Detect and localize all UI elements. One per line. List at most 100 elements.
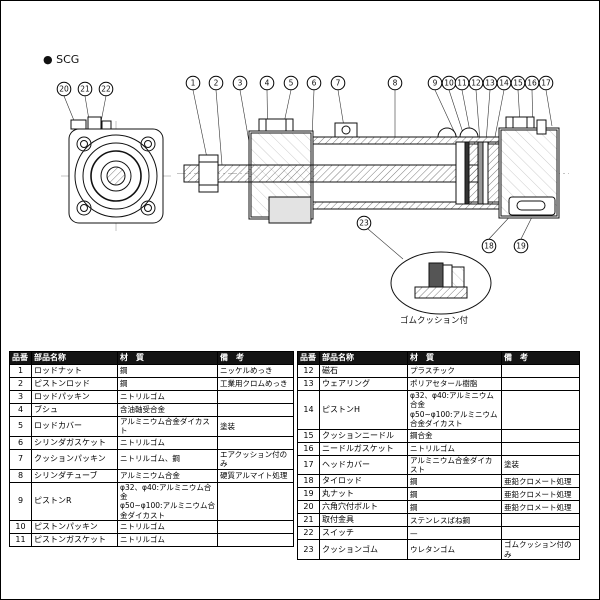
cell-no: 22 xyxy=(297,526,320,541)
cell-note xyxy=(217,533,294,547)
callouts-top-row: 1 2 3 4 5 6 7 8 9 10 11 12 13 14 15 16 1… xyxy=(185,75,554,91)
cell-material: 鋼 xyxy=(407,487,502,502)
cell-name: ピストンH xyxy=(319,390,408,430)
callout-23: 23 xyxy=(356,215,372,231)
cell-name: ブシュ xyxy=(31,403,118,417)
cell-note: 塗装 xyxy=(501,454,580,476)
svg-text:7: 7 xyxy=(336,79,341,88)
col-header-material: 材 質 xyxy=(117,351,218,365)
callout-7: 7 xyxy=(330,75,346,91)
svg-text:10: 10 xyxy=(444,79,454,88)
callout-22: 22 xyxy=(98,81,114,97)
cell-name: ヘッドカバー xyxy=(319,454,408,476)
cell-note: 亜鉛クロメート処理 xyxy=(501,500,580,515)
cell-material: φ32、φ40:アルミニウム合金 φ50~φ100:アルミニウム合金ダイカスト xyxy=(117,481,218,521)
svg-text:14: 14 xyxy=(499,79,509,88)
front-view xyxy=(68,116,164,224)
callout-2: 2 xyxy=(208,75,224,91)
cell-material: ニトリルゴム xyxy=(117,533,218,547)
svg-text:23: 23 xyxy=(359,219,369,228)
cell-name: ニードルガスケット xyxy=(319,441,408,456)
svg-text:21: 21 xyxy=(80,85,90,94)
cell-note xyxy=(501,526,580,541)
svg-text:16: 16 xyxy=(527,79,537,88)
cell-material: 鋼 xyxy=(117,377,218,391)
cell-name: シリンダガスケット xyxy=(31,435,118,450)
cell-no: 12 xyxy=(297,364,320,378)
callout-18: 18 xyxy=(481,238,497,254)
cell-no: 6 xyxy=(9,435,32,450)
callout-10: 10 xyxy=(441,75,457,91)
cell-material: 含油軸受合金 xyxy=(117,403,218,417)
callout-20: 20 xyxy=(56,81,72,97)
cell-note: ニッケルめっき xyxy=(217,364,294,378)
cell-no: 16 xyxy=(297,441,320,456)
svg-text:17: 17 xyxy=(541,79,551,88)
cell-material: — xyxy=(407,526,502,541)
cell-no: 14 xyxy=(297,390,320,430)
cell-note xyxy=(501,441,580,456)
cell-name: 取付金具 xyxy=(319,513,408,528)
cell-note xyxy=(217,403,294,417)
svg-text:19: 19 xyxy=(516,242,526,251)
callout-9: 9 xyxy=(427,75,443,91)
cell-note: 亜鉛クロメート処理 xyxy=(501,474,580,489)
parts-table-header: 品番 部品名称 材 質 備 考 xyxy=(297,351,580,365)
callout-11: 11 xyxy=(454,75,470,91)
cell-material: ステンレスばね鋼 xyxy=(407,513,502,528)
cell-name: 六角穴付ボルト xyxy=(319,500,408,515)
svg-text:20: 20 xyxy=(59,85,69,94)
cell-no: 10 xyxy=(9,520,32,534)
cell-material: プラスチック xyxy=(407,364,502,378)
cell-no: 5 xyxy=(9,416,32,437)
cell-material: アルミニウム合金ダイカスト xyxy=(117,416,218,437)
cell-no: 8 xyxy=(9,468,32,483)
detail-view xyxy=(390,251,492,315)
cell-note: 塗装 xyxy=(217,416,294,437)
cell-note xyxy=(501,428,580,443)
cell-no: 15 xyxy=(297,428,320,443)
callouts-left-view: 20 21 22 xyxy=(56,81,114,97)
svg-text:6: 6 xyxy=(312,79,317,88)
svg-text:3: 3 xyxy=(238,79,243,88)
cell-material: アルミニウム合金ダイカスト xyxy=(407,454,502,476)
callout-6: 6 xyxy=(306,75,322,91)
callout-21: 21 xyxy=(77,81,93,97)
callout-12: 12 xyxy=(468,75,484,91)
cell-no: 17 xyxy=(297,454,320,476)
cell-name: ロッドナット xyxy=(31,364,118,378)
cell-name: ピストンロッド xyxy=(31,377,118,391)
callout-5: 5 xyxy=(283,75,299,91)
cell-material: ニトリルゴム xyxy=(117,390,218,404)
col-header-no: 品番 xyxy=(9,351,32,365)
cell-name: クッションニードル xyxy=(319,428,408,443)
col-header-name: 部品名称 xyxy=(319,351,408,365)
cell-material: ウレタンゴム xyxy=(407,539,502,560)
svg-text:15: 15 xyxy=(513,79,523,88)
svg-text:22: 22 xyxy=(101,85,111,94)
svg-text:9: 9 xyxy=(433,79,438,88)
svg-text:5: 5 xyxy=(289,79,294,88)
col-header-note: 備 考 xyxy=(217,351,294,365)
cell-no: 2 xyxy=(9,377,32,391)
callout-3: 3 xyxy=(232,75,248,91)
cell-name: クッションゴム xyxy=(319,539,408,560)
svg-text:1: 1 xyxy=(191,79,196,88)
cell-material: ニトリルゴム、鋼 xyxy=(117,448,218,470)
cell-name: ロッドカバー xyxy=(31,416,118,437)
callout-1: 1 xyxy=(185,75,201,91)
cell-name: 丸ナット xyxy=(319,487,408,502)
